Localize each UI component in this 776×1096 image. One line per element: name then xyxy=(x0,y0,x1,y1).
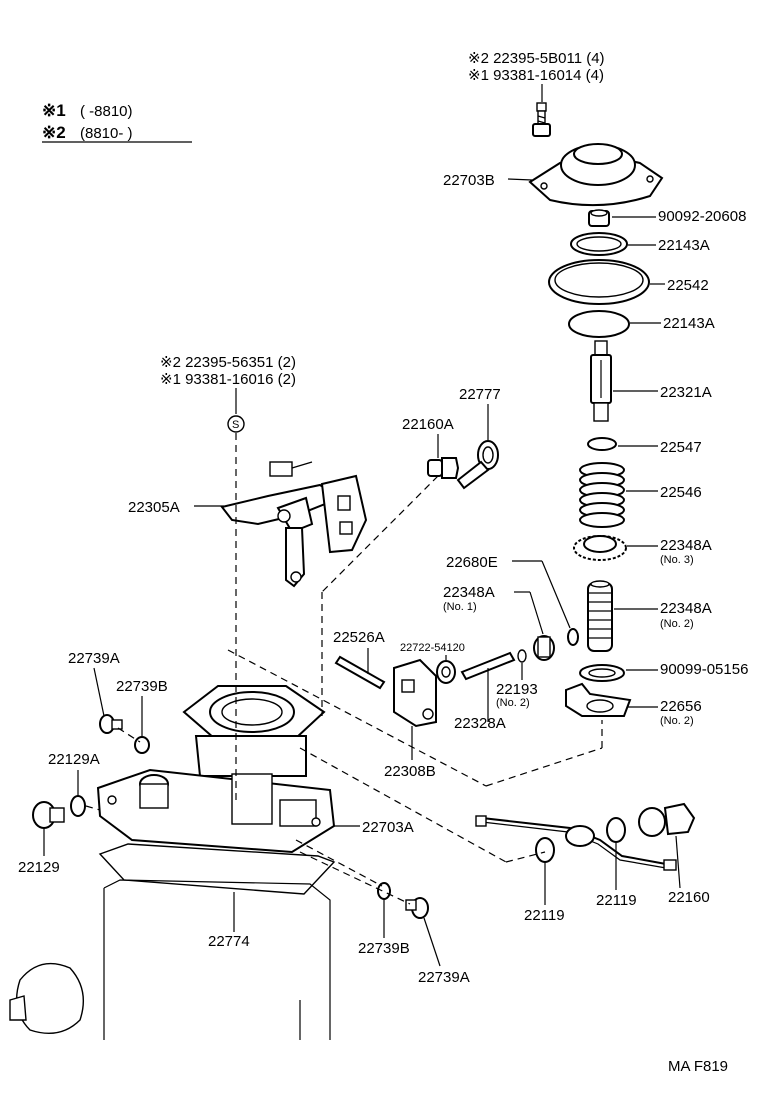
shaft-22328A xyxy=(460,651,516,681)
label-22143A-bottom: 22143A xyxy=(663,315,715,332)
label-mid-bolt-1: ※2 22395-56351 (2) xyxy=(160,354,296,371)
label-22656-sub: (No. 2) xyxy=(660,715,694,727)
label-22542: 22542 xyxy=(667,277,709,294)
label-22348A-no1: 22348A xyxy=(443,584,495,601)
washer-22119-left xyxy=(535,837,555,863)
bolt-22739A-bottom xyxy=(405,897,429,919)
plug-22129 xyxy=(32,801,65,829)
washer-22119-right xyxy=(606,817,626,843)
legend-range-1: ( -8810) xyxy=(80,103,133,120)
gasket-22774 xyxy=(98,843,336,895)
block-22308B xyxy=(393,658,437,728)
label-22328A: 22328A xyxy=(454,715,506,732)
boot-22348A-no2 xyxy=(587,580,613,652)
rod-22526A xyxy=(334,655,386,690)
bushing-22348A-no1 xyxy=(533,635,555,661)
housing-22703A xyxy=(96,685,336,854)
top-bolt xyxy=(532,102,551,137)
legend: ※1 ( -8810) ※2 (8810- ) xyxy=(42,101,192,143)
nut-90092 xyxy=(588,209,610,227)
label-22348A-no2-sub: (No. 2) xyxy=(660,618,694,630)
legend-mark-1: ※1 xyxy=(42,101,66,120)
label-22321A: 22321A xyxy=(660,384,712,401)
bolt-22160 xyxy=(638,802,696,837)
legend-mark-2: ※2 xyxy=(42,123,66,142)
label-22547: 22547 xyxy=(660,439,702,456)
label-22193-sub: (No. 2) xyxy=(496,697,530,709)
label-22348A-no2: 22348A xyxy=(660,600,712,617)
label-22348A-no3: 22348A xyxy=(660,537,712,554)
oring-22193 xyxy=(517,649,527,663)
label-22119-left: 22119 xyxy=(524,907,565,924)
label-22160A: 22160A xyxy=(402,416,454,433)
label-22546: 22546 xyxy=(660,484,702,501)
label-22739B-left: 22739B xyxy=(116,678,168,695)
label-22129: 22129 xyxy=(18,859,60,876)
shaft-22321A xyxy=(590,340,612,422)
label-22143A-top: 22143A xyxy=(658,237,710,254)
cover-22703B xyxy=(528,143,664,207)
washer-22143A-bottom xyxy=(568,310,630,338)
label-22703A: 22703A xyxy=(362,819,414,836)
footer-code: MA F819 xyxy=(668,1058,728,1075)
label-22656: 22656 xyxy=(660,698,702,715)
label-22119-right: 22119 xyxy=(596,892,637,909)
label-22680E: 22680E xyxy=(446,554,498,571)
legend-range-2: (8810- ) xyxy=(80,125,133,142)
washer-22129A xyxy=(70,795,86,817)
pump-body-outline xyxy=(9,879,331,1040)
label-22129A: 22129A xyxy=(48,751,100,768)
label-22526A: 22526A xyxy=(333,629,385,646)
label-22193: 22193 xyxy=(496,681,538,698)
lever-assy-22305A xyxy=(220,461,368,588)
label-22739A-bottom: 22739A xyxy=(418,969,470,986)
label-22305A: 22305A xyxy=(128,499,180,516)
nut-22722 xyxy=(436,660,456,684)
label-22160: 22160 xyxy=(668,889,710,906)
fitting-22160A xyxy=(427,457,460,479)
label-22308B: 22308B xyxy=(384,763,436,780)
ring-22547 xyxy=(587,437,617,451)
label-22739B-bottom: 22739B xyxy=(358,940,410,957)
gear-22348A-no3 xyxy=(573,535,627,561)
label-top-bolt-1: ※2 22395-5B011 (4) xyxy=(468,50,605,67)
label-90092: 90092-20608 xyxy=(658,208,746,225)
washer-22739B-bottom xyxy=(377,882,391,900)
label-22703B: 22703B xyxy=(443,172,495,189)
s-symbol-icon xyxy=(227,415,245,433)
spring-22546 xyxy=(579,462,625,528)
label-90099: 90099-05156 xyxy=(660,661,748,678)
label-mid-bolt-2: ※1 93381-16016 (2) xyxy=(160,371,296,388)
label-22348A-no1-sub: (No. 1) xyxy=(443,601,477,613)
lever-22777 xyxy=(456,440,499,490)
label-22774: 22774 xyxy=(208,933,250,950)
clip-22680E xyxy=(567,628,579,646)
bracket-22656 xyxy=(565,682,632,717)
label-22722: 22722-54120 xyxy=(400,642,465,654)
label-s-symbol: S xyxy=(232,419,239,431)
label-22348A-no3-sub: (No. 3) xyxy=(660,554,694,566)
label-22739A-left: 22739A xyxy=(68,650,120,667)
bolt-22739A-left xyxy=(99,714,123,734)
pipe-assembly xyxy=(475,815,677,871)
label-22777: 22777 xyxy=(459,386,501,403)
assembly-lines xyxy=(85,433,603,905)
washer-22739B-left xyxy=(134,736,150,754)
label-top-bolt-2: ※1 93381-16014 (4) xyxy=(468,67,604,84)
